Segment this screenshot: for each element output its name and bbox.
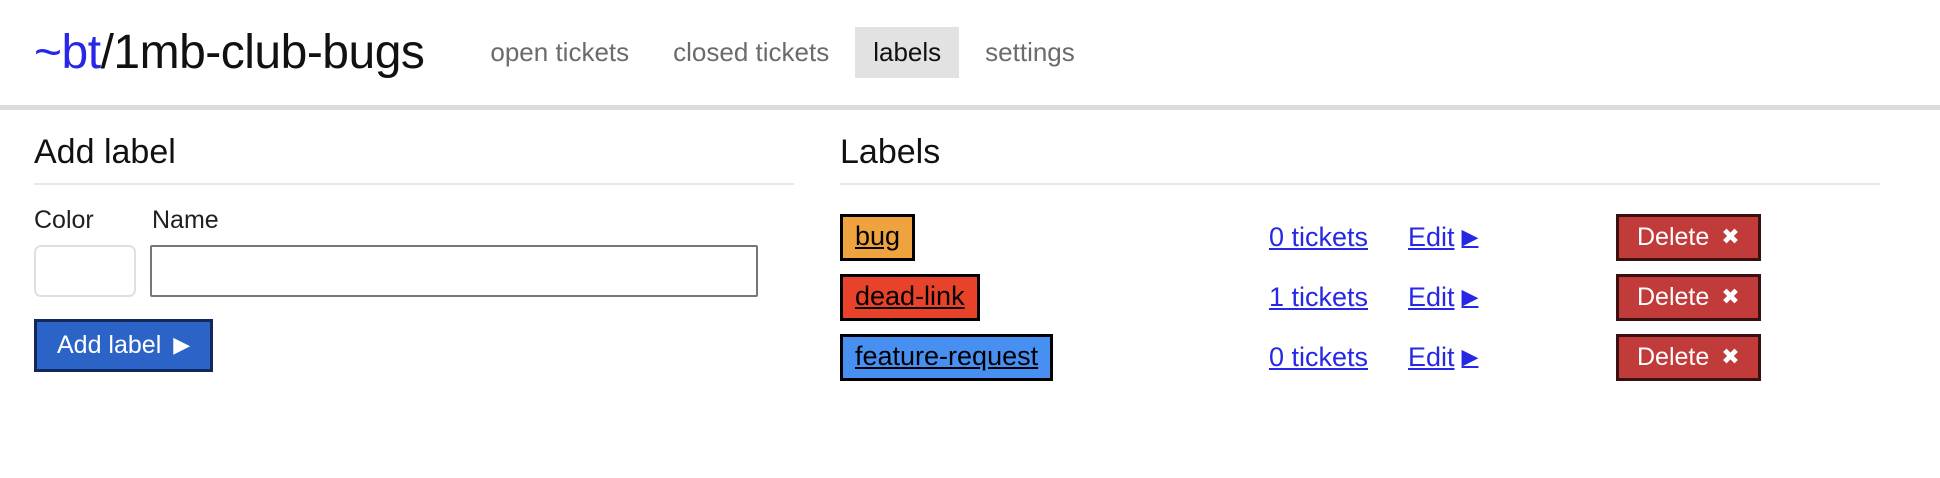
label-chip-cell: dead-link	[840, 274, 1170, 321]
close-icon: ✖	[1721, 344, 1740, 370]
table-row: bug 0 tickets Edit ▶ Delete ✖	[840, 207, 1880, 267]
delete-label-button[interactable]: Delete ✖	[1616, 214, 1761, 261]
add-label-divider	[34, 183, 794, 186]
play-arrow-icon: ▶	[173, 332, 191, 358]
ticket-count-link[interactable]: 1 tickets	[1268, 281, 1368, 312]
label-chip-cell: feature-request	[840, 334, 1170, 381]
page-title: ~bt/1mb-club-bugs	[34, 25, 425, 80]
play-arrow-icon: ▶	[1461, 284, 1479, 310]
edit-cell: Edit ▶	[1390, 342, 1570, 373]
tab-labels[interactable]: labels	[855, 27, 960, 78]
edit-link-text: Edit	[1408, 221, 1455, 252]
table-row: feature-request 0 tickets Edit ▶ Delete …	[840, 327, 1880, 387]
repo-separator: /	[100, 26, 114, 79]
labels-heading: Labels	[840, 133, 941, 171]
form-field-labels: Color Name	[34, 207, 794, 235]
edit-label-link[interactable]: Edit ▶	[1408, 342, 1478, 373]
label-chip-feature-request[interactable]: feature-request	[840, 334, 1054, 381]
color-picker-input[interactable]	[34, 244, 136, 297]
form-field-inputs	[34, 244, 794, 297]
table-row: dead-link 1 tickets Edit ▶ Delete ✖	[840, 267, 1880, 327]
tab-open-tickets[interactable]: open tickets	[490, 37, 630, 67]
label-name-input[interactable]	[150, 244, 758, 297]
play-arrow-icon: ▶	[1461, 344, 1479, 370]
ticket-count-link[interactable]: 0 tickets	[1268, 341, 1368, 372]
ticket-count-cell: 0 tickets	[1170, 342, 1390, 373]
ticket-count-cell: 0 tickets	[1170, 222, 1390, 253]
label-chip-dead-link[interactable]: dead-link	[840, 274, 980, 321]
delete-label-button[interactable]: Delete ✖	[1616, 274, 1761, 321]
ticket-count-cell: 1 tickets	[1170, 282, 1390, 313]
delete-cell: Delete ✖	[1570, 274, 1880, 321]
repo-owner-link[interactable]: ~bt	[34, 26, 101, 79]
label-chip-cell: bug	[840, 214, 1170, 261]
delete-cell: Delete ✖	[1570, 214, 1880, 261]
close-icon: ✖	[1721, 224, 1740, 250]
edit-cell: Edit ▶	[1390, 282, 1570, 313]
add-label-button-text: Add label	[57, 330, 162, 359]
close-icon: ✖	[1721, 284, 1740, 310]
edit-label-link[interactable]: Edit ▶	[1408, 222, 1478, 253]
color-field-label: Color	[34, 206, 94, 235]
add-label-button[interactable]: Add label ▶	[34, 318, 214, 372]
main-content: Add label Color Name Add label ▶ Labels …	[0, 110, 1940, 387]
delete-button-text: Delete	[1637, 223, 1710, 252]
name-field-label: Name	[152, 206, 219, 235]
add-label-panel: Add label Color Name Add label ▶	[34, 133, 794, 387]
label-chip-bug[interactable]: bug	[840, 214, 916, 261]
delete-label-button[interactable]: Delete ✖	[1616, 334, 1761, 381]
edit-link-text: Edit	[1408, 281, 1455, 312]
tab-settings[interactable]: settings	[985, 37, 1075, 67]
labels-divider	[840, 183, 1880, 186]
edit-link-text: Edit	[1408, 341, 1455, 372]
tab-closed-tickets[interactable]: closed tickets	[673, 37, 830, 67]
add-label-heading: Add label	[34, 133, 176, 171]
delete-cell: Delete ✖	[1570, 334, 1880, 381]
edit-label-link[interactable]: Edit ▶	[1408, 282, 1478, 313]
edit-cell: Edit ▶	[1390, 222, 1570, 253]
play-arrow-icon: ▶	[1461, 224, 1479, 250]
repo-name: 1mb-club-bugs	[113, 26, 425, 79]
nav-tabs: open tickets closed tickets labels setti…	[472, 27, 1092, 78]
delete-button-text: Delete	[1637, 283, 1710, 312]
ticket-count-link[interactable]: 0 tickets	[1268, 221, 1368, 252]
labels-panel: Labels bug 0 tickets Edit ▶ Delete ✖	[840, 133, 1880, 387]
site-header: ~bt/1mb-club-bugs open tickets closed ti…	[0, 0, 1940, 110]
delete-button-text: Delete	[1637, 343, 1710, 372]
